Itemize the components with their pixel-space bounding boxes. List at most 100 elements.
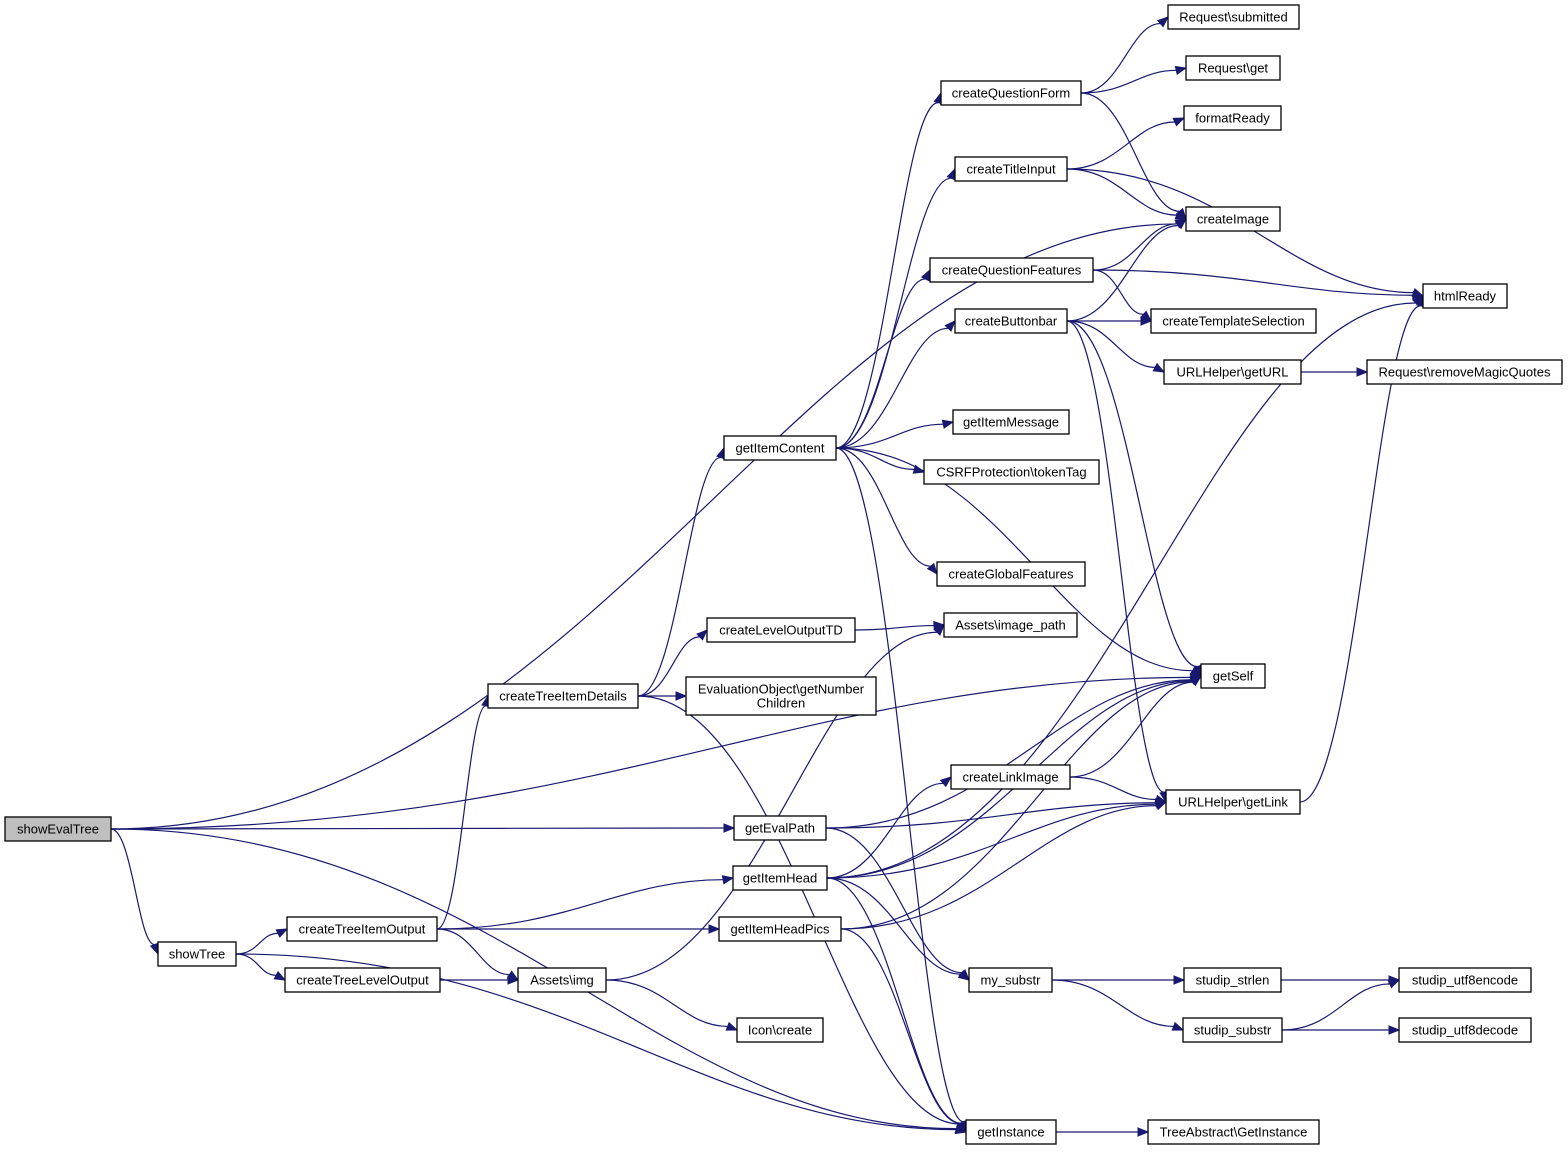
edge-getItemHeadPics-to-getInstance: [840, 928, 967, 1134]
node-label: getItemMessage: [963, 415, 1059, 430]
edge-createTitleInput-to-formatReady: [1066, 117, 1186, 170]
node-createTreeLevelOutput[interactable]: createTreeLevelOutput: [284, 967, 441, 993]
node-getSelf[interactable]: getSelf: [1200, 663, 1266, 689]
node-box: [965, 1119, 1057, 1145]
node-studipSubstr[interactable]: studip_substr: [1182, 1017, 1283, 1043]
node-box: [943, 612, 1078, 638]
edge-getItemContent-to-createButtonbar: [835, 320, 956, 449]
edge-getItemHead-to-htmlReady: [826, 295, 1424, 879]
edge-createTreeItemOutput-to-createTreeItemDetails: [436, 694, 491, 930]
edge-line: [110, 827, 725, 830]
edge-createTreeItemOutput-to-getItemHeadPics: [437, 924, 721, 934]
node-box: [1422, 283, 1508, 309]
node-assetsImg[interactable]: Assets\img: [517, 967, 607, 993]
edge-mySubstr-to-studipStrlen: [1052, 975, 1186, 985]
node-label: getItemHeadPics: [731, 922, 830, 937]
node-label: htmlReady: [1434, 289, 1497, 304]
node-label: URLHelper\getURL: [1177, 365, 1289, 380]
node-getItemMessage[interactable]: getItemMessage: [952, 409, 1070, 435]
node-box: [736, 1017, 824, 1043]
edge-studipSubstr-to-utf8encode: [1281, 979, 1401, 1031]
edge-arrowhead: [275, 928, 289, 938]
node-utf8encode[interactable]: studip_utf8encode: [1398, 967, 1532, 993]
node-getItemContent[interactable]: getItemContent: [723, 435, 837, 461]
node-label: Icon\create: [748, 1023, 812, 1038]
node-reqSubmitted[interactable]: Request\submitted: [1167, 4, 1300, 30]
node-htmlReady[interactable]: htmlReady: [1422, 283, 1508, 309]
edge-arrowhead: [721, 875, 735, 885]
node-createTitleInput[interactable]: createTitleInput: [954, 156, 1068, 182]
edge-arrowhead: [926, 562, 938, 576]
node-box: [929, 257, 1094, 283]
edge-arrowhead: [149, 942, 159, 956]
node-removeMagicQuotes[interactable]: Request\removeMagicQuotes: [1366, 359, 1563, 385]
edge-getItemContent-to-createTitleInput: [835, 167, 956, 449]
node-label: Assets\img: [530, 973, 594, 988]
node-createTreeItemOutput[interactable]: createTreeItemOutput: [286, 916, 438, 942]
node-label: getItemContent: [736, 441, 825, 456]
edge-getItemContent-to-createGlobalFeatures: [835, 447, 938, 576]
edge-line: [835, 447, 931, 567]
node-box: [1165, 789, 1301, 815]
edge-line: [1066, 168, 1177, 216]
edge-line: [110, 676, 1192, 830]
edge-line: [835, 101, 939, 449]
node-formatReady[interactable]: formatReady: [1183, 105, 1282, 131]
node-getItemHeadPics[interactable]: getItemHeadPics: [718, 916, 842, 942]
edge-line: [826, 877, 962, 1124]
edge-showTree-to-createTreeItemOutput: [235, 928, 289, 955]
node-showTree[interactable]: showTree: [157, 941, 237, 967]
edge-line: [835, 447, 965, 1123]
node-label: URLHelper\getLink: [1178, 795, 1288, 810]
node-getInstance[interactable]: getInstance: [965, 1119, 1057, 1145]
edge-arrowhead: [1154, 794, 1168, 804]
node-box: [1366, 359, 1563, 385]
node-box: [487, 683, 639, 709]
edge-line: [826, 782, 944, 879]
edge-arrowhead: [1174, 210, 1188, 220]
node-label: createQuestionFeatures: [942, 263, 1082, 278]
node-getLink[interactable]: URLHelper\getLink: [1165, 789, 1301, 815]
node-imagePath[interactable]: Assets\image_path: [943, 612, 1078, 638]
node-createButtonbar[interactable]: createButtonbar: [954, 308, 1068, 334]
edge-arrowhead: [723, 823, 736, 833]
node-getURL[interactable]: URLHelper\getURL: [1163, 359, 1302, 385]
node-createImage[interactable]: createImage: [1185, 206, 1281, 232]
node-createLevelOutputTD[interactable]: createLevelOutputTD: [706, 617, 856, 643]
edge-line: [605, 631, 938, 981]
edge-arrowhead: [941, 419, 955, 429]
node-mySubstr[interactable]: my_substr: [968, 967, 1053, 993]
edge-createTreeLevelOutput-to-assetsImg: [440, 975, 520, 985]
node-label: Request\removeMagicQuotes: [1379, 365, 1551, 380]
node-getItemHead[interactable]: getItemHead: [732, 865, 828, 891]
node-iconCreate[interactable]: Icon\create: [736, 1017, 824, 1043]
node-reqGet[interactable]: Request\get: [1185, 55, 1281, 81]
node-showEvalTree[interactable]: showEvalTree: [4, 816, 112, 842]
node-box: [1398, 1017, 1532, 1043]
node-label: createTreeItemDetails: [499, 689, 627, 704]
node-createTemplateSelection[interactable]: createTemplateSelection: [1150, 308, 1317, 334]
edge-line: [835, 423, 944, 449]
node-utf8decode[interactable]: studip_utf8decode: [1398, 1017, 1532, 1043]
node-createQuestionForm[interactable]: createQuestionForm: [940, 80, 1082, 106]
node-createGlobalFeatures[interactable]: createGlobalFeatures: [936, 561, 1086, 587]
node-label: getEvalPath: [745, 821, 815, 836]
node-label: formatReady: [1195, 111, 1270, 126]
node-tokenTag[interactable]: CSRFProtection\tokenTag: [923, 459, 1100, 485]
node-label: Children: [757, 696, 805, 711]
node-box: [1398, 967, 1532, 993]
edge-line: [1069, 681, 1194, 778]
edge-line: [840, 928, 961, 1125]
node-createQuestionFeatures[interactable]: createQuestionFeatures: [929, 257, 1094, 283]
node-createTreeItemDetails[interactable]: createTreeItemDetails: [487, 683, 639, 709]
node-studipStrlen[interactable]: studip_strlen: [1183, 967, 1282, 993]
node-treeGetInstance[interactable]: TreeAbstract\GetInstance: [1147, 1119, 1320, 1145]
node-label: CSRFProtection\tokenTag: [936, 465, 1086, 480]
node-box: [706, 617, 856, 643]
edge-arrowhead: [1173, 975, 1186, 985]
node-createLinkImage[interactable]: createLinkImage: [950, 764, 1071, 790]
node-getEvalPath[interactable]: getEvalPath: [733, 815, 827, 841]
edge-getItemContent-to-createQuestionForm: [835, 91, 943, 449]
